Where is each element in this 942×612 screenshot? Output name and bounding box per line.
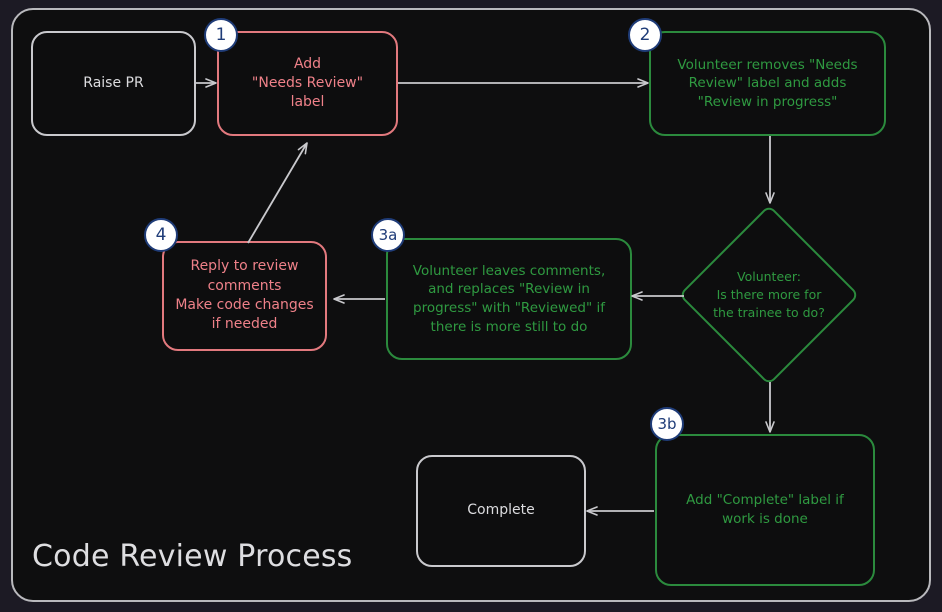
- badge-3b: 3b: [650, 407, 684, 441]
- badge-2-text: 2: [639, 25, 651, 45]
- node-leaves-comments[interactable]: Volunteer leaves comments, and replaces …: [386, 238, 632, 360]
- node-volunteer-takes-label: Volunteer removes "Needs Review" label a…: [677, 56, 858, 110]
- node-add-complete-label-label: Add "Complete" label if work is done: [686, 492, 844, 527]
- badge-3b-text: 3b: [657, 415, 677, 433]
- node-complete[interactable]: Complete: [416, 455, 586, 567]
- node-decision[interactable]: Volunteer: Is there more for the trainee…: [678, 204, 860, 386]
- node-leaves-comments-label: Volunteer leaves comments, and replaces …: [412, 262, 606, 335]
- badge-3a-text: 3a: [378, 226, 398, 244]
- badge-2: 2: [628, 18, 662, 52]
- badge-4-text: 4: [155, 225, 167, 245]
- diagram-title: Code Review Process: [32, 539, 353, 574]
- node-volunteer-takes[interactable]: Volunteer removes "Needs Review" label a…: [649, 31, 886, 136]
- node-raise-pr[interactable]: Raise PR: [31, 31, 196, 136]
- node-reply-to-review-label: Reply to review comments Make code chang…: [175, 258, 314, 333]
- decision-diamond-shape: [678, 204, 860, 386]
- node-complete-label: Complete: [467, 502, 535, 519]
- node-reply-to-review[interactable]: Reply to review comments Make code chang…: [162, 241, 327, 351]
- badge-4: 4: [144, 218, 178, 252]
- node-add-label-label: Add "Needs Review" label: [251, 55, 364, 111]
- badge-1-text: 1: [215, 25, 227, 45]
- node-add-complete-label[interactable]: Add "Complete" label if work is done: [655, 434, 875, 586]
- badge-3a: 3a: [371, 218, 405, 252]
- node-add-label[interactable]: Add "Needs Review" label: [217, 31, 398, 136]
- node-raise-pr-label: Raise PR: [83, 74, 144, 91]
- badge-1: 1: [204, 18, 238, 52]
